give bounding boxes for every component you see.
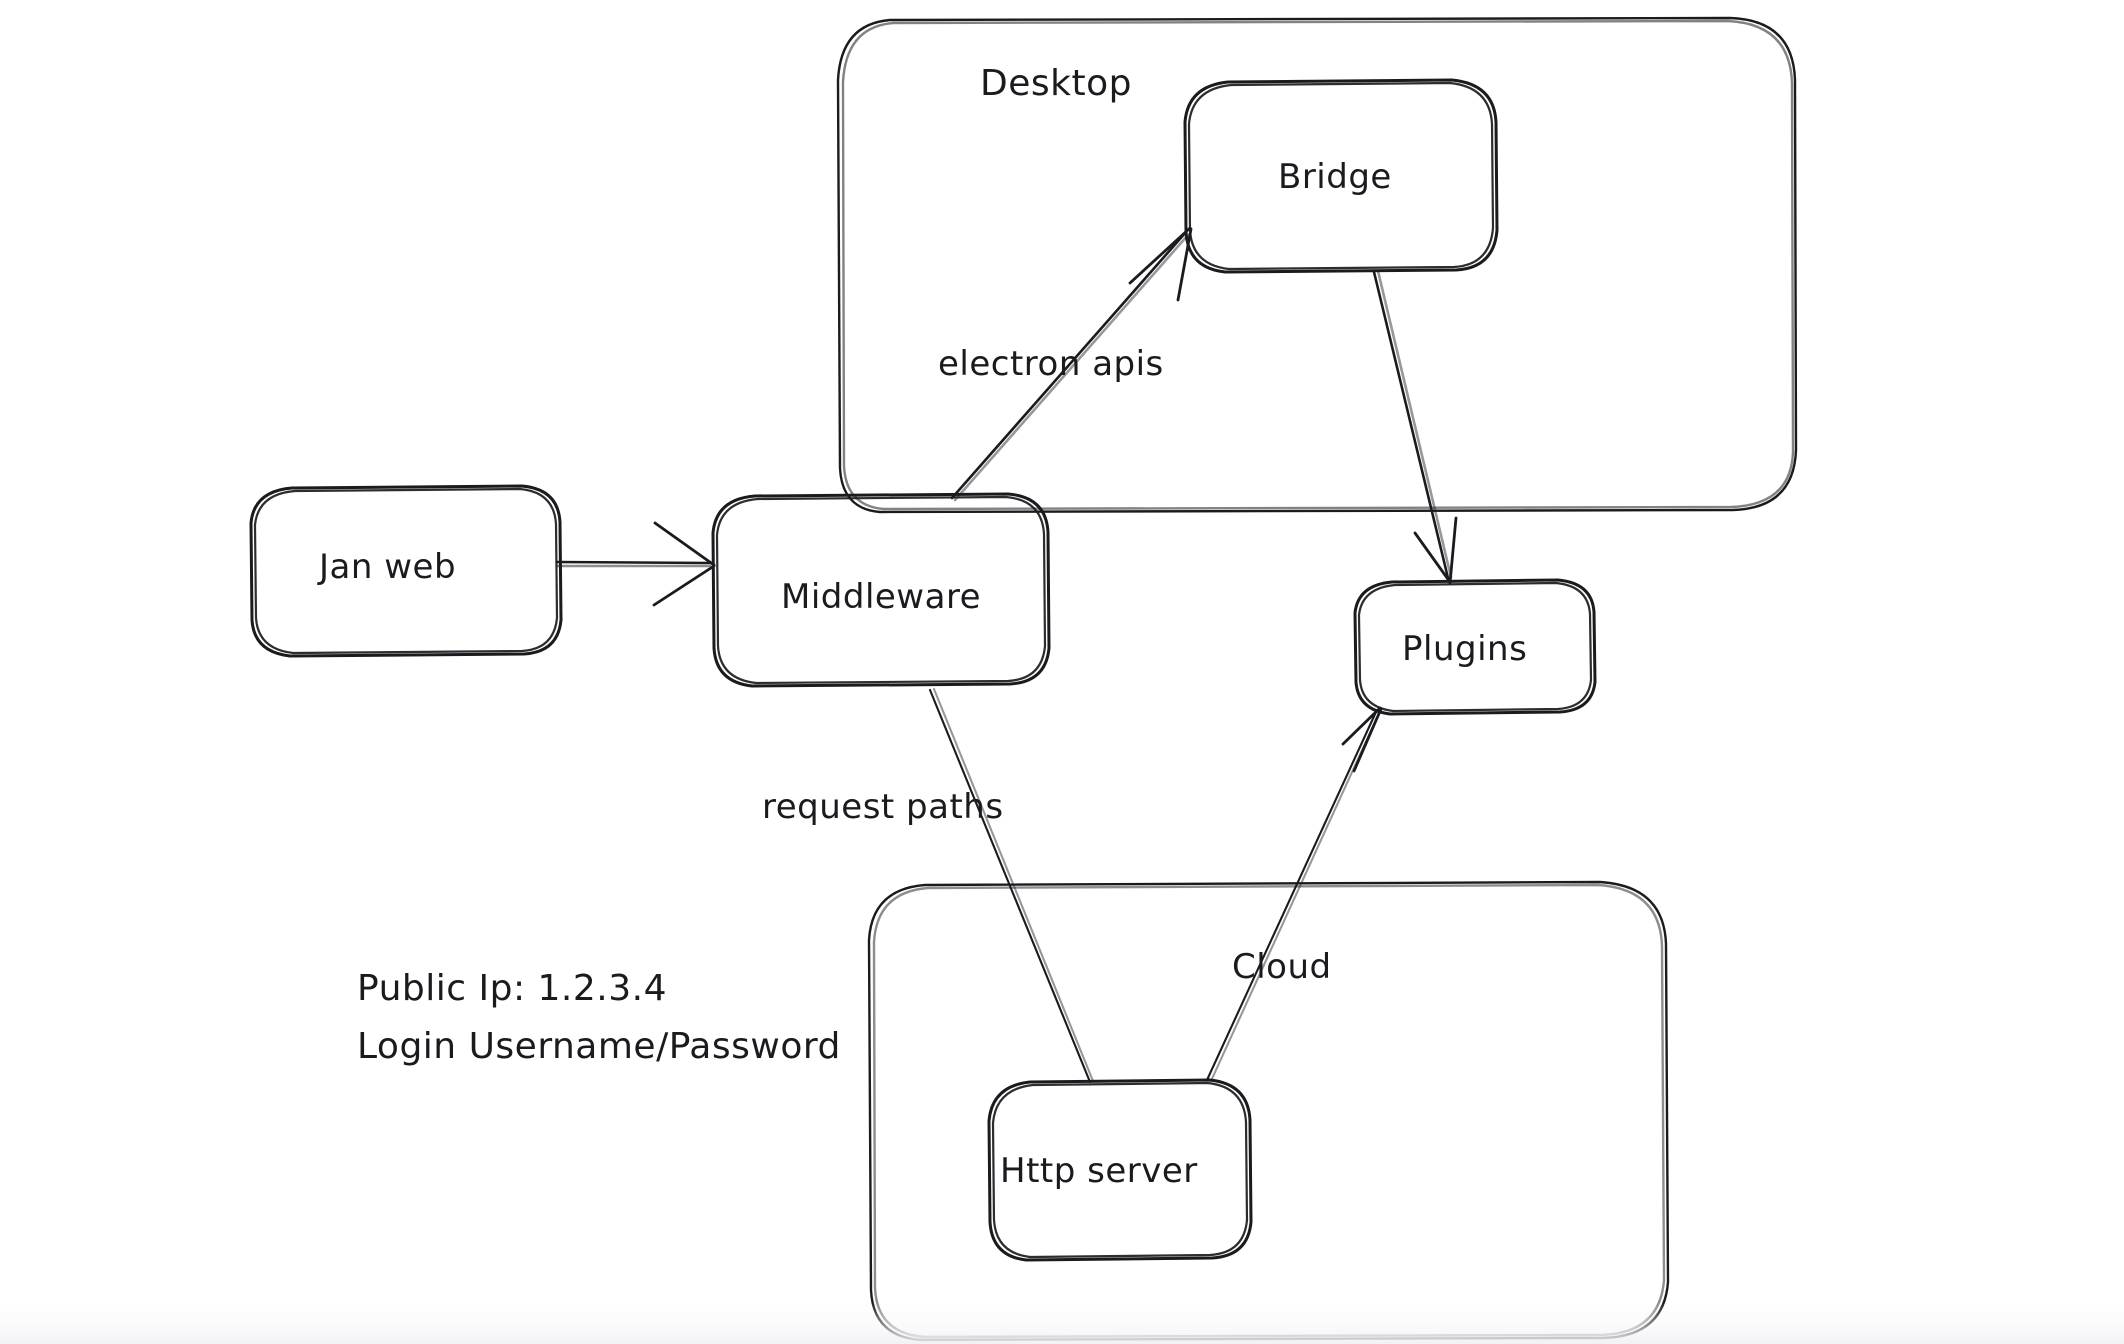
edge-httpserver-to-plugins bbox=[1205, 706, 1383, 1083]
arrowhead-line bbox=[1128, 226, 1192, 285]
edge-middleware-to-bridge: electron apis bbox=[938, 226, 1193, 502]
edge-label-cloud: Cloud bbox=[1232, 947, 1332, 987]
container-desktop-label: Desktop bbox=[980, 63, 1132, 104]
node-http-server-label: Http server bbox=[1000, 1151, 1198, 1191]
node-bridge-label: Bridge bbox=[1278, 157, 1392, 197]
node-jan-web[interactable]: Jan web bbox=[249, 484, 563, 658]
node-middleware-label: Middleware bbox=[781, 577, 981, 617]
node-middleware[interactable]: Middleware bbox=[711, 492, 1051, 688]
node-plugins[interactable]: Plugins bbox=[1353, 578, 1597, 716]
arrowhead-line bbox=[1176, 227, 1193, 302]
node-plugins-label: Plugins bbox=[1402, 629, 1527, 669]
node-http-server[interactable]: Http server bbox=[987, 1078, 1253, 1262]
arrowhead-line bbox=[653, 521, 716, 567]
arrowhead-line bbox=[1413, 531, 1452, 584]
arrowhead-line bbox=[1352, 707, 1383, 773]
edge-label-request-paths: request paths bbox=[762, 787, 1004, 827]
note-login-credentials: Login Username/Password bbox=[357, 1026, 841, 1067]
node-jan-web-label: Jan web bbox=[317, 547, 456, 587]
edge-janweb-to-middleware bbox=[555, 521, 716, 607]
edge-middleware-to-httpserver bbox=[928, 687, 1095, 1084]
arrowhead-line bbox=[652, 564, 716, 607]
arrowhead-line bbox=[1341, 706, 1382, 746]
node-bridge[interactable]: Bridge bbox=[1183, 78, 1499, 274]
note-public-ip: Public Ip: 1.2.3.4 bbox=[357, 968, 667, 1009]
notes-block: Public Ip: 1.2.3.4 Login Username/Passwo… bbox=[357, 968, 841, 1067]
container-desktop[interactable]: Desktop bbox=[836, 16, 1798, 514]
edge-label-electron-apis: electron apis bbox=[938, 344, 1164, 384]
edge-bridge-to-plugins bbox=[1372, 269, 1458, 585]
arrowhead-line bbox=[1448, 516, 1458, 585]
